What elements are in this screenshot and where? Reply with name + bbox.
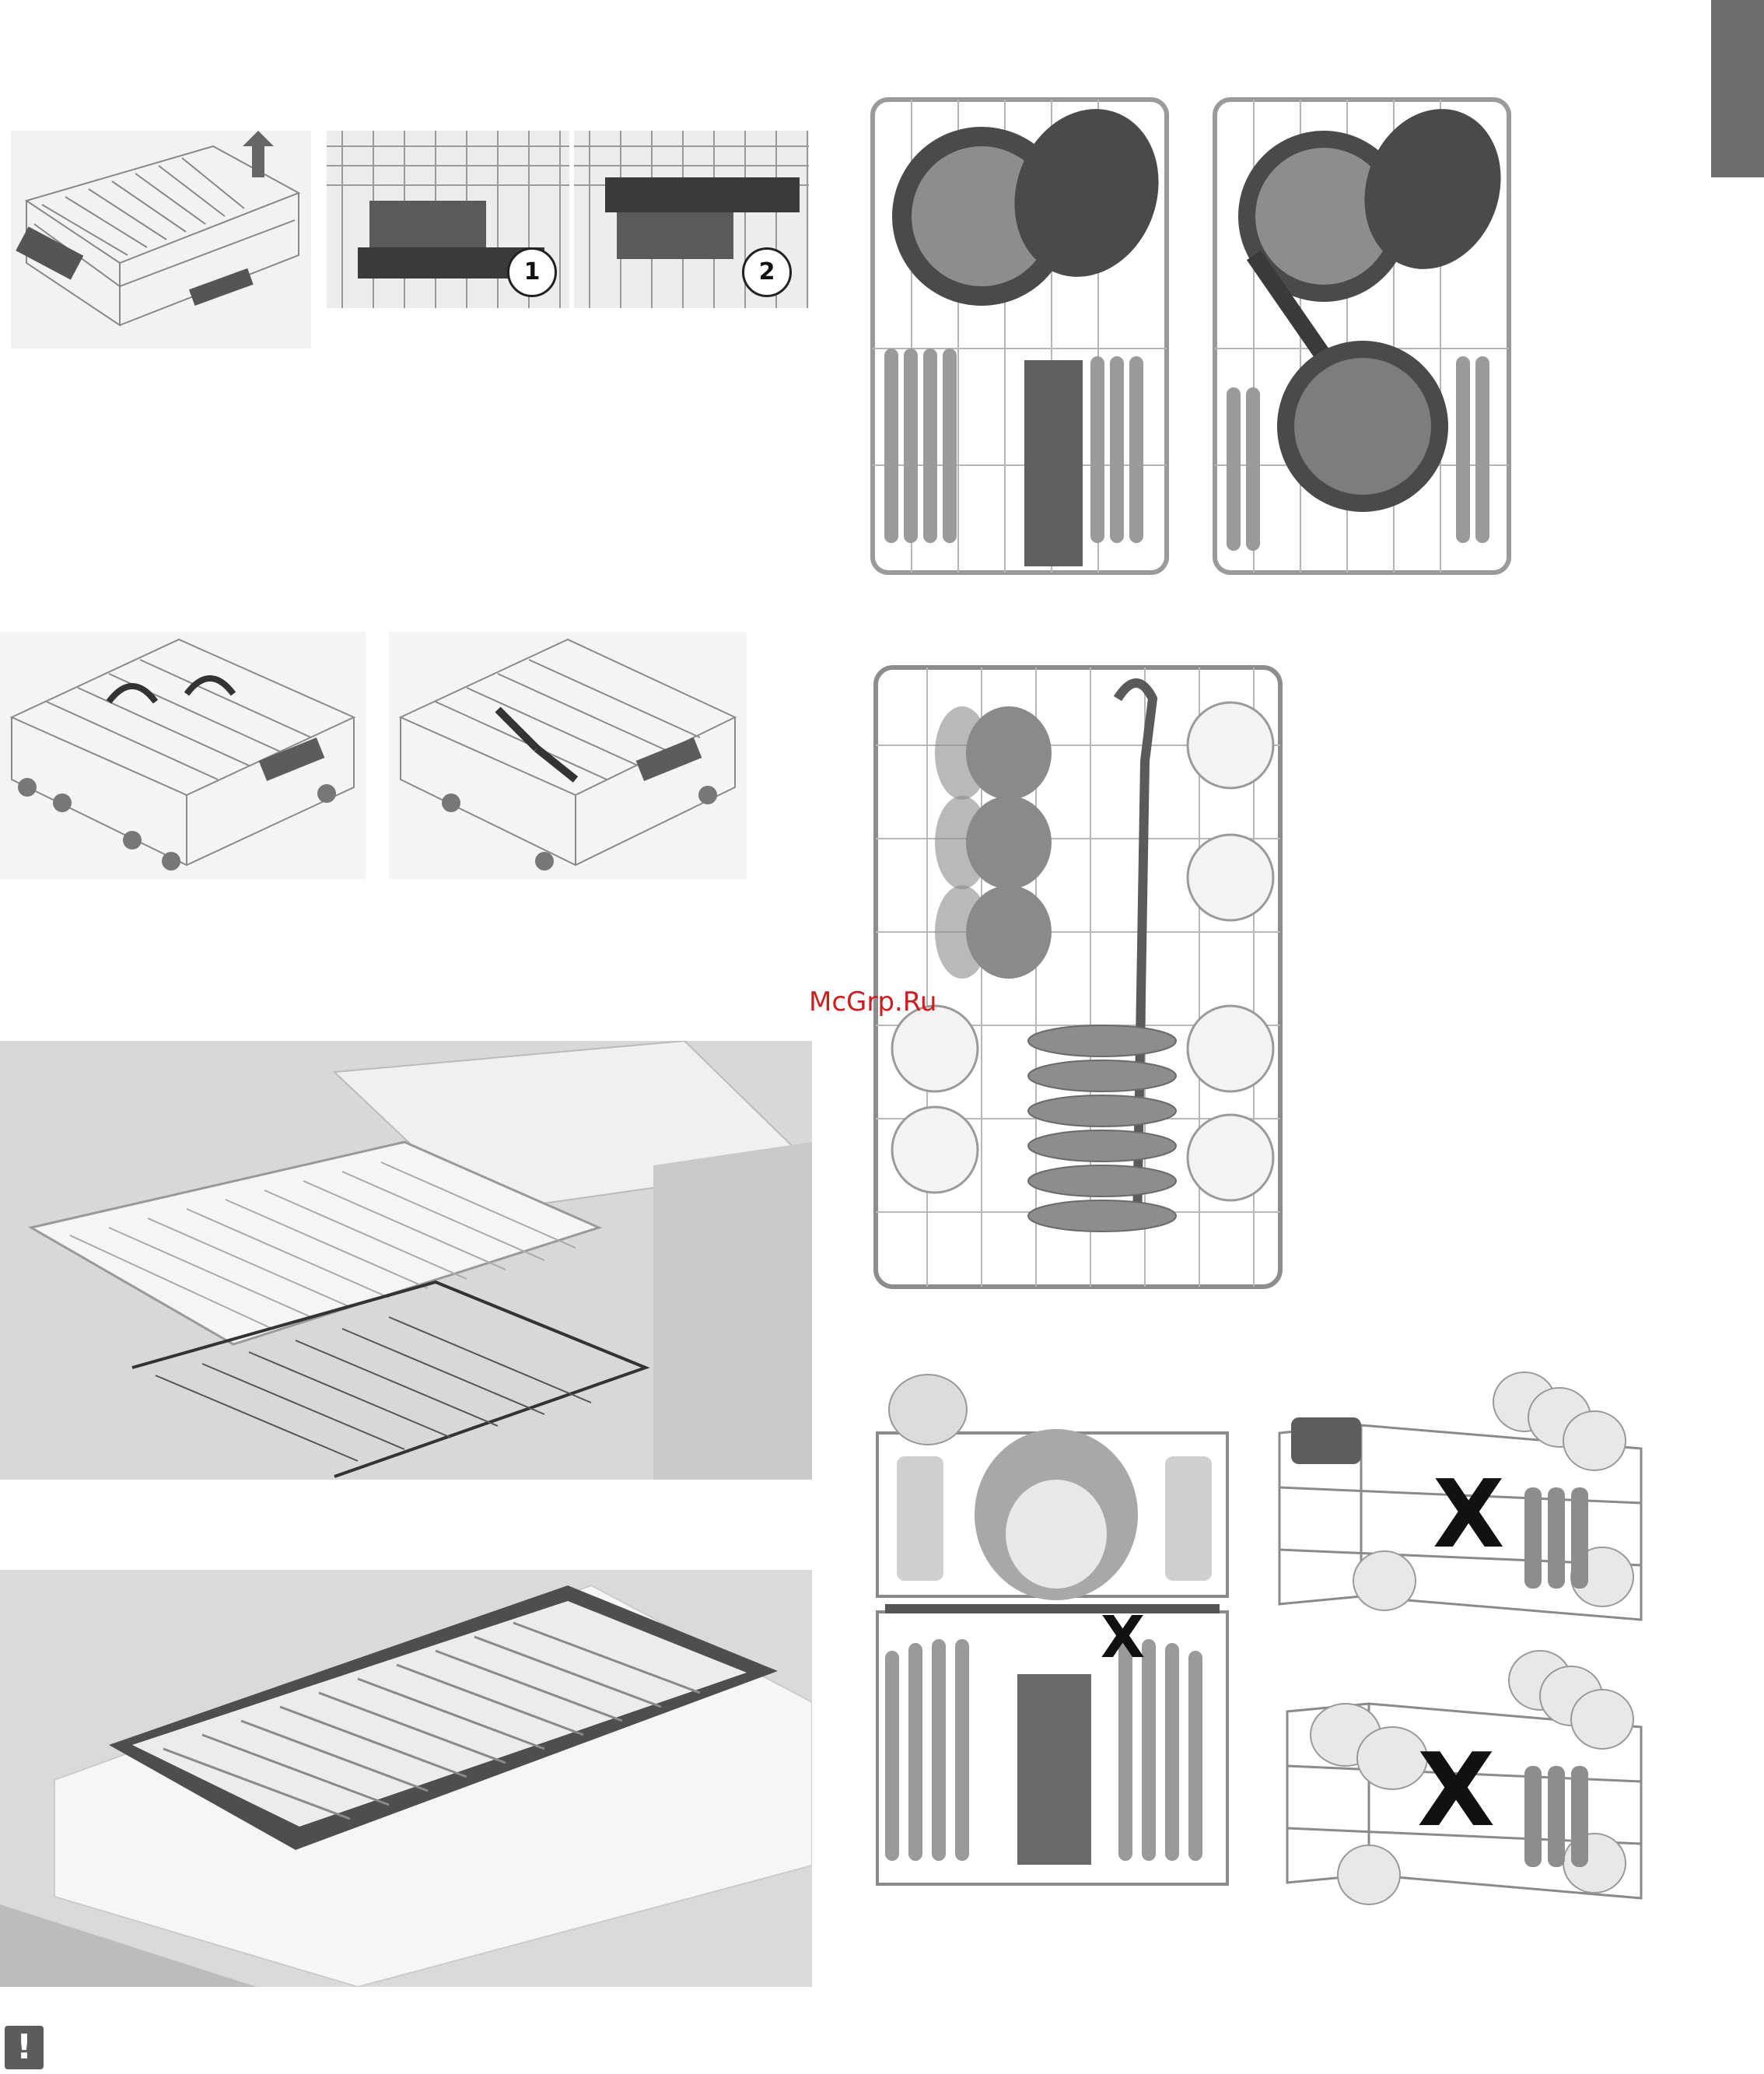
crossed-out-mark-3: X — [1417, 1739, 1495, 1841]
figure-fold-tines-rotate — [0, 632, 366, 879]
figure-lower-basket-pots-2 — [1207, 92, 1517, 580]
warning-icon: ! — [5, 2026, 44, 2069]
figure-upper-basket-loading — [865, 652, 1291, 1302]
figure-cutlery-tray — [0, 1570, 812, 1987]
step-badge-1: 1 — [507, 247, 557, 297]
crossed-out-mark-1: X — [1101, 1609, 1145, 1666]
step-badge-2: 2 — [742, 247, 792, 297]
watermark: McGrp.Ru — [809, 986, 936, 1018]
figure-upper-basket-lift — [11, 131, 311, 349]
figure-fold-tines-press — [389, 632, 747, 879]
section-tab — [1711, 0, 1764, 177]
figure-loading-side-view — [862, 1371, 1240, 1915]
figure-third-rack-open — [0, 1041, 812, 1480]
crossed-out-mark-2: X — [1433, 1469, 1505, 1562]
figure-lower-basket-pots-1 — [865, 92, 1174, 580]
